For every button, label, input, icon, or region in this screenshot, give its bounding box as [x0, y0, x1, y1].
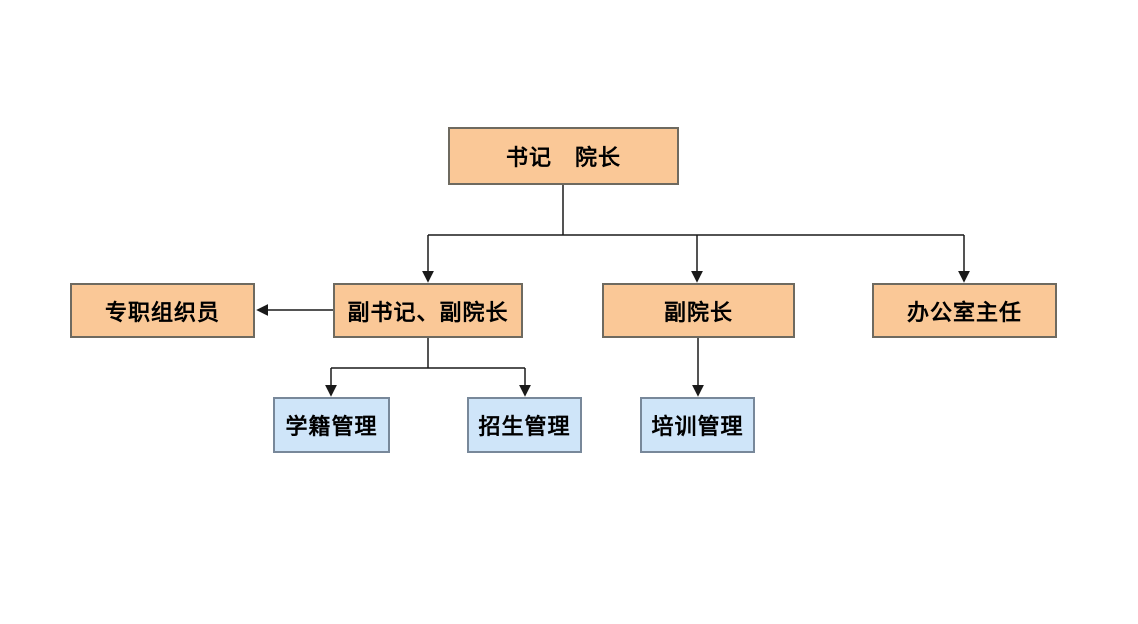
node-office-director: 办公室主任: [872, 283, 1057, 338]
node-deputy-secretary-deputy-dean: 副书记、副院长: [333, 283, 523, 338]
node-deputy-dean: 副院长: [602, 283, 795, 338]
node-training-management: 培训管理: [640, 397, 755, 453]
node-secretary-dean: 书记 院长: [448, 127, 679, 185]
node-student-records-management: 学籍管理: [273, 397, 390, 453]
node-admissions-management: 招生管理: [467, 397, 582, 453]
node-full-time-organizer: 专职组织员: [70, 283, 255, 338]
